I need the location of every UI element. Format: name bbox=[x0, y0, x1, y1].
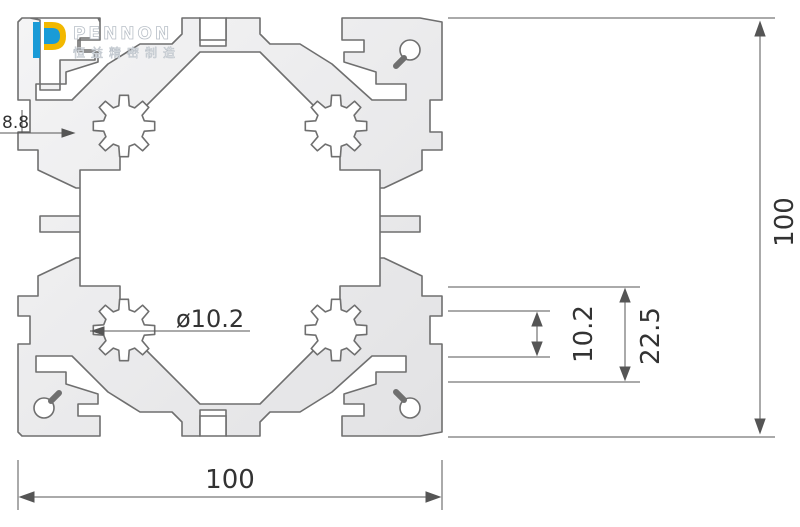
corner-bore-top-right bbox=[399, 39, 421, 61]
dim-tslot-span-label: 22.5 bbox=[636, 307, 666, 365]
core-hole-bl bbox=[92, 298, 156, 362]
dim-height-label: 100 bbox=[770, 197, 800, 247]
dim-bore-diameter-label: ø10.2 bbox=[176, 305, 244, 333]
dimension-labels: 100 100 22.5 10.2 ø10.2 8.8 bbox=[2, 113, 800, 495]
dim-width-label: 100 bbox=[205, 465, 255, 495]
logo-cjk: 恒益精密制造 bbox=[73, 45, 181, 60]
dim-tslot-opening-label: 10.2 bbox=[569, 305, 599, 363]
bottom-slot bbox=[199, 415, 227, 437]
dimension-lines bbox=[0, 17, 775, 510]
corner-bore-bottom-right bbox=[399, 397, 421, 419]
dim-slot-width-label: 8.8 bbox=[2, 113, 29, 133]
top-slot bbox=[199, 17, 227, 41]
logo-blue-bar bbox=[33, 22, 40, 58]
profile-cross-section bbox=[17, 17, 443, 437]
core-hole-tr bbox=[304, 94, 368, 158]
core-hole-br bbox=[304, 298, 368, 362]
logo-wordmark: PENNON bbox=[73, 24, 172, 44]
core-hole-tl bbox=[92, 94, 156, 158]
pennon-logo: PENNON 恒益精密制造 bbox=[33, 22, 181, 60]
